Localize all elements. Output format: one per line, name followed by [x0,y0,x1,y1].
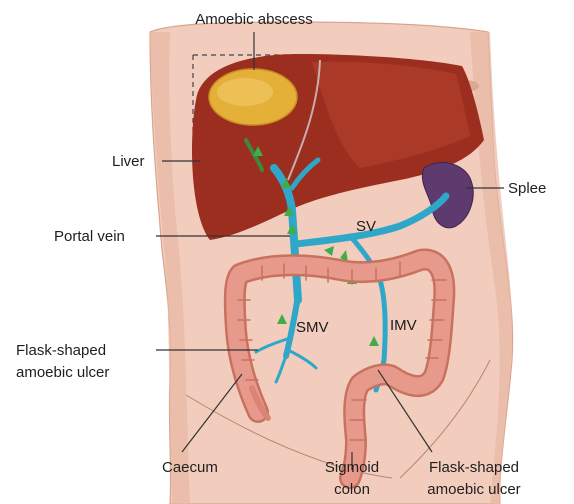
label-portal-vein: Portal vein [54,228,125,245]
label-imv: IMV [390,317,417,334]
amoebic-abscess-glow [217,78,273,106]
label-spleen: Splee [508,180,546,197]
label-liver: Liver [112,153,145,170]
label-caecum: Caecum [162,459,218,476]
label-flask-left-line2: amoebic ulcer [16,364,109,381]
label-amoebic-abscess: Amoebic abscess [195,11,313,28]
label-sigmoid-line2: colon [334,481,370,498]
label-flask-left-line1: Flask-shaped [16,342,106,359]
label-sv: SV [356,218,376,235]
label-sigmoid-line1: Sigmoid [325,459,379,476]
label-flask-right-line1: Flask-shaped [429,459,519,476]
label-flask-right-line2: amoebic ulcer [427,481,520,498]
label-smv: SMV [296,319,329,336]
